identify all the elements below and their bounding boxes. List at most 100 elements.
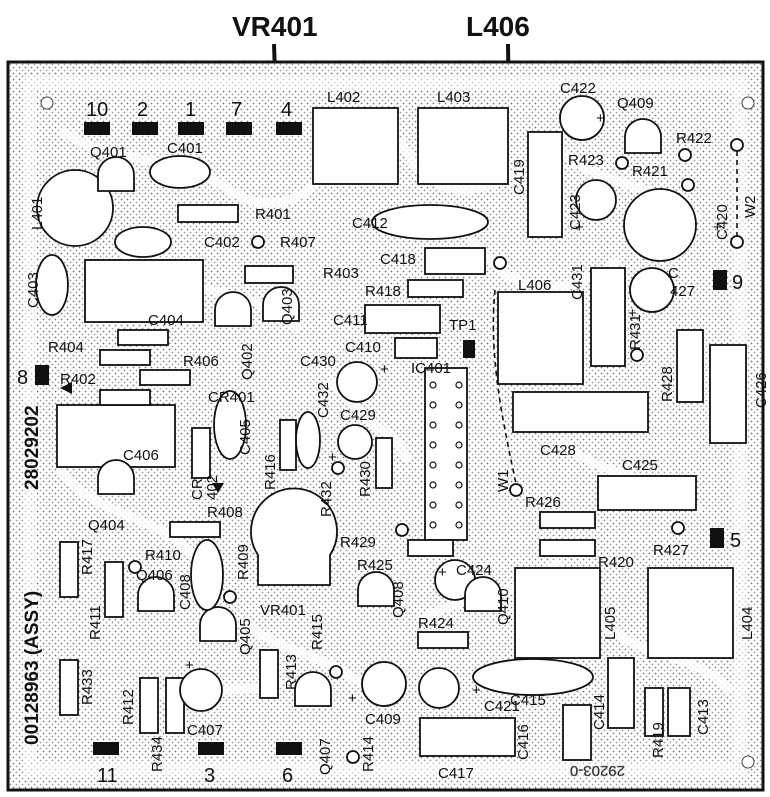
label-c432: C432: [315, 382, 332, 418]
label-q409: Q409: [617, 95, 654, 112]
pin-10: 10: [86, 99, 108, 121]
label-r411: R411: [87, 605, 104, 640]
label-r425: R425: [357, 557, 393, 574]
svg-text:+: +: [472, 682, 481, 699]
label-r422: R422: [676, 130, 712, 147]
label-c428: C428: [540, 442, 576, 459]
label-cr401: CR401: [208, 389, 255, 406]
label-c411: C411: [333, 312, 368, 329]
label-c430: C430: [300, 353, 336, 370]
label-r434: R434: [149, 736, 166, 772]
round-components: [35, 95, 697, 712]
label-r404: R404: [48, 339, 84, 356]
polarity-marks: + + + + + + + + + +: [185, 110, 722, 707]
edge-pads: [35, 122, 727, 755]
label-r426: R426: [525, 494, 561, 511]
pin-9: 9: [732, 272, 743, 294]
svg-text:+: +: [628, 305, 637, 322]
label-c401: C401: [167, 140, 203, 157]
label-r420: R420: [598, 554, 634, 571]
svg-text:+: +: [713, 219, 722, 236]
label-r416: R416: [262, 454, 279, 490]
label-r428: R428: [659, 366, 676, 402]
label-c431: C431: [569, 264, 586, 300]
label-r403: R403: [323, 265, 359, 282]
label-r432: R432: [318, 481, 335, 517]
label-q404: Q404: [88, 517, 125, 534]
test-pads: [128, 138, 744, 764]
label-r412: R412: [120, 689, 137, 725]
label-c402: C402: [204, 234, 240, 251]
label-q407: Q407: [317, 738, 334, 775]
label-w1: W1: [495, 470, 512, 493]
label-c413: C413: [695, 699, 712, 735]
pin-11: 11: [97, 765, 118, 787]
label-c410: C410: [345, 339, 381, 356]
label-cr402a: CR: [189, 478, 206, 500]
label-r418: R418: [365, 283, 401, 300]
label-w2: W2: [742, 196, 759, 219]
label-r417: R417: [79, 539, 96, 575]
ic401-pins: [429, 381, 463, 529]
assembly-number: 00128963 (ASSY): [22, 591, 43, 745]
label-r406: R406: [183, 353, 219, 370]
diode-mark-cr401: [60, 382, 72, 394]
label-q401: Q401: [90, 144, 127, 161]
svg-text:+: +: [328, 449, 337, 466]
pin-6: 6: [282, 765, 293, 787]
label-l404: L404: [739, 607, 756, 640]
label-q408: Q408: [390, 581, 407, 618]
label-q410: Q410: [495, 588, 512, 625]
part-number: 28029202: [22, 405, 43, 490]
label-r430: R430: [357, 461, 374, 497]
component-labels: L402 L403 C422 Q409 R422 R423 R421 C419 …: [25, 80, 770, 782]
label-l402: L402: [327, 89, 360, 106]
label-c420: C420: [714, 204, 731, 240]
label-cr402b: 402: [204, 475, 221, 500]
svg-text:+: +: [348, 690, 357, 707]
label-c427b: 427: [670, 283, 695, 300]
label-c414: C414: [591, 694, 608, 730]
mounting-hole: [741, 755, 755, 769]
svg-text:+: +: [575, 219, 584, 236]
label-r421: R421: [632, 163, 668, 180]
label-r407: R407: [280, 234, 316, 251]
component-bodies: [56, 107, 747, 761]
label-c423: C423: [567, 194, 584, 230]
label-l406: L406: [518, 277, 551, 294]
label-q402: Q402: [239, 343, 256, 380]
label-r415: R415: [309, 614, 326, 650]
label-c409: C409: [365, 711, 401, 728]
label-r414: R414: [360, 736, 377, 772]
label-c408: C408: [177, 574, 194, 610]
pin-4: 4: [281, 99, 292, 121]
callout-vr401: VR401: [232, 11, 318, 42]
label-r431: R431: [627, 314, 644, 350]
mounting-hole: [40, 96, 54, 110]
label-c426: C426: [753, 372, 770, 408]
ghost-part-number: 29203-0: [570, 762, 625, 779]
pin-5: 5: [730, 530, 741, 552]
jumper-w1: [492, 289, 517, 485]
label-r413: R413: [283, 654, 300, 690]
label-c427a: C: [668, 265, 679, 282]
label-l403: L403: [437, 89, 470, 106]
label-c412: C412: [352, 215, 388, 232]
label-c416: C416: [515, 724, 532, 760]
svg-text:+: +: [380, 361, 389, 378]
pin-1: 1: [185, 99, 196, 121]
label-r423: R423: [568, 152, 604, 169]
label-r409: R409: [235, 544, 252, 580]
label-q405: Q405: [237, 618, 254, 655]
label-c405: C405: [237, 419, 254, 455]
pin-3: 3: [204, 765, 215, 787]
label-c425: C425: [622, 457, 658, 474]
label-c424: C424: [456, 562, 492, 579]
label-c421: C421: [484, 698, 520, 715]
label-c403: C403: [25, 272, 42, 308]
label-c417: C417: [438, 765, 474, 782]
label-vr401: VR401: [260, 602, 306, 619]
label-c406: C406: [123, 447, 159, 464]
pin-2: 2: [137, 99, 148, 121]
